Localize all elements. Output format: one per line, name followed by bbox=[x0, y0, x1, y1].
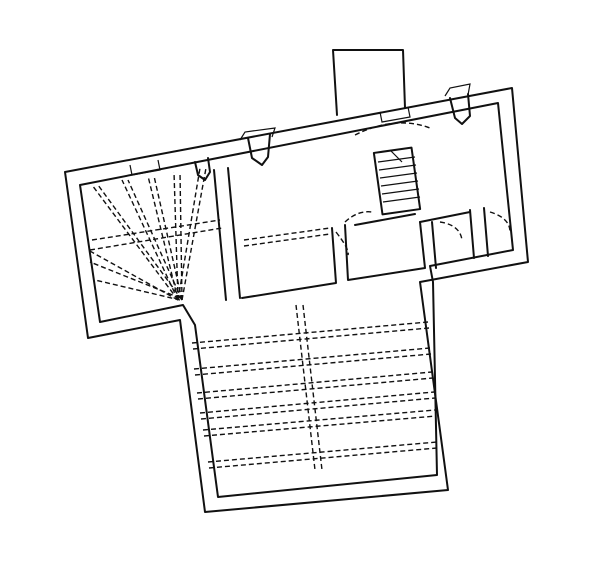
outer-walls bbox=[64, 87, 529, 513]
interior-walls bbox=[213, 167, 489, 301]
window-openings bbox=[129, 83, 471, 176]
lower-room-joists bbox=[191, 304, 438, 471]
left-room-joists bbox=[87, 167, 331, 301]
chimney-stack bbox=[332, 49, 406, 116]
staircase bbox=[354, 122, 431, 216]
fireplaces bbox=[194, 93, 471, 181]
door-swings bbox=[335, 211, 511, 256]
